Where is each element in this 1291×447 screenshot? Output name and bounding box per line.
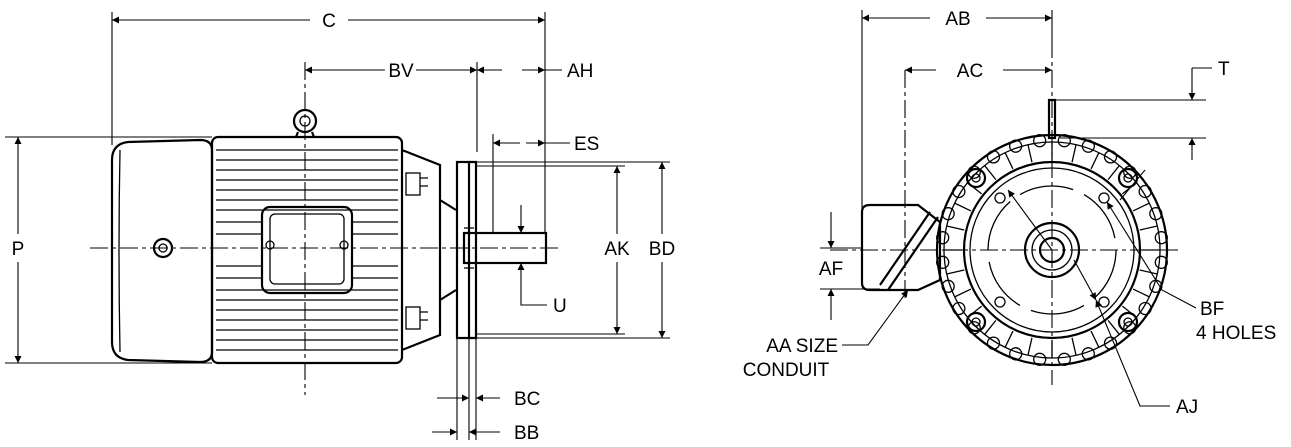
- fin-line: [1107, 165, 1120, 181]
- label-ES: ES: [574, 134, 599, 155]
- label-C: C: [322, 11, 336, 32]
- fin-scallop: [936, 255, 950, 269]
- label-AJ: AJ: [1176, 397, 1198, 418]
- fin-scallop: [1057, 134, 1071, 148]
- label-AC: AC: [957, 61, 983, 82]
- fin-line: [1027, 337, 1033, 356]
- fin-scallop: [986, 150, 1001, 164]
- fin-scallop: [1057, 352, 1071, 366]
- label-T: T: [1218, 59, 1230, 80]
- fin-scallop: [1081, 347, 1095, 361]
- front-view: [830, 40, 1180, 385]
- fin-scallop: [1009, 347, 1023, 361]
- fin-line: [1107, 319, 1120, 335]
- fin-scallop: [1033, 352, 1047, 366]
- label-BV: BV: [388, 61, 414, 82]
- fin-scallop: [1149, 207, 1163, 221]
- label-U: U: [553, 296, 567, 317]
- label-AA-size: AA SIZE: [766, 336, 838, 357]
- front-dimensions: [820, 10, 1212, 407]
- fin-line: [1004, 330, 1014, 348]
- fin-line: [1090, 330, 1100, 348]
- side-dimensions: [5, 12, 670, 440]
- fin-line: [954, 202, 972, 212]
- label-AB: AB: [945, 9, 970, 30]
- fin-scallop: [1154, 255, 1168, 269]
- fin-scallop: [1103, 150, 1118, 164]
- fin-scallop: [1009, 139, 1023, 153]
- fin-line: [1132, 202, 1150, 212]
- fin-line: [1027, 144, 1033, 163]
- fin-line: [954, 288, 972, 298]
- label-BC: BC: [514, 389, 540, 410]
- label-AK: AK: [604, 239, 630, 260]
- fin-line: [984, 165, 997, 181]
- fin-line: [1071, 337, 1077, 356]
- side-view: [90, 62, 560, 395]
- fin-scallop: [1033, 134, 1047, 148]
- fin-scallop: [1138, 184, 1152, 199]
- fin-scallop: [952, 301, 966, 316]
- label-P: P: [12, 239, 25, 260]
- fin-scallop: [941, 207, 955, 221]
- label-BF: BF: [1200, 299, 1224, 320]
- side-fins: [216, 149, 398, 351]
- label-AF: AF: [819, 259, 843, 280]
- label-4-holes: 4 HOLES: [1196, 323, 1276, 344]
- fin-scallop: [1081, 139, 1095, 153]
- fin-line: [1139, 269, 1158, 275]
- label-AH: AH: [567, 61, 593, 82]
- fin-line: [946, 225, 965, 231]
- fin-line: [1090, 152, 1100, 170]
- fin-line: [946, 269, 965, 275]
- fin-scallop: [1103, 336, 1118, 350]
- label-BB: BB: [514, 423, 539, 442]
- fin-line: [1004, 152, 1014, 170]
- label-conduit: CONDUIT: [743, 360, 830, 381]
- fin-scallop: [952, 184, 966, 199]
- fin-line: [1071, 144, 1077, 163]
- fin-line: [1139, 225, 1158, 231]
- fin-scallop: [1138, 301, 1152, 316]
- label-BD: BD: [649, 239, 675, 260]
- fin-line: [1132, 288, 1150, 298]
- fin-scallop: [936, 231, 950, 245]
- fin-scallop: [1154, 231, 1168, 245]
- side-labels: C BV AH ES P AK BD U BC BB: [12, 11, 676, 444]
- fin-scallop: [986, 336, 1001, 350]
- fin-scallop: [941, 279, 955, 293]
- fin-line: [984, 319, 997, 335]
- front-labels: AB AC T AF AA SIZE CONDUIT BF 4 HOLES AJ: [743, 9, 1277, 418]
